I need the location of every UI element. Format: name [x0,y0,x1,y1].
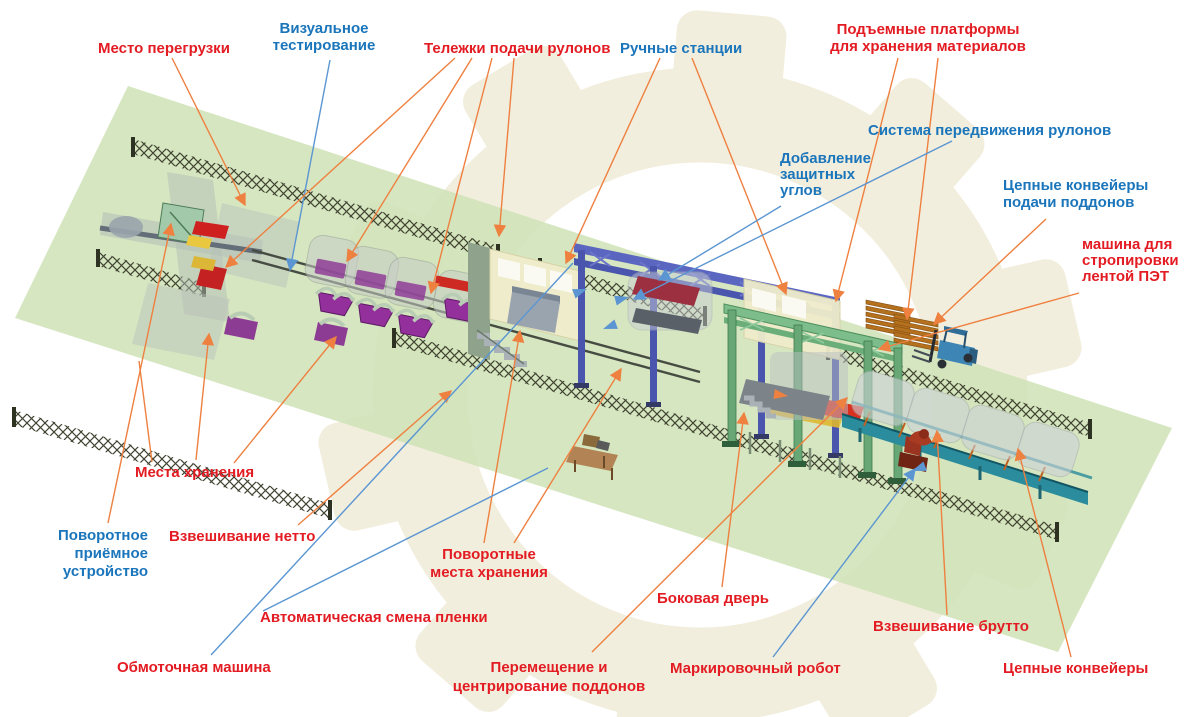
label-corner-protection-line2: защитных [780,166,856,183]
label-turning-receiver-line2: приёмное [74,545,148,562]
label-roll-carts: Тележки подачи рулонов [424,40,611,57]
label-storage-places: Места хранения [135,464,255,481]
label-roll-movement-system: Система передвижения рулонов [868,122,1112,139]
label-pet-strapping-machine-line3: лентой ПЭТ [1082,268,1170,285]
label-pallet-centering: Перемещение и центрирование поддонов [446,658,652,696]
forklift [911,326,978,369]
label-marking-robot: Маркировочный робот [670,660,841,677]
label-lifting-platforms-line1: Подъемные платформы [836,21,1020,38]
label-wrapping-machine: Обмоточная машина [117,659,271,676]
label-chain-conveyors: Цепные конвейеры [1003,660,1149,677]
label-net-weighing: Взвешивание нетто [169,528,316,545]
label-manual-stations: Ручные станции [620,40,743,57]
label-pallet-chain-conveyors: Цепные конвейеры подачи поддонов [1003,177,1148,211]
label-corner-protection-line1: Добавление [780,150,871,167]
label-pallet-centering-line1: Перемещение и [490,659,608,676]
label-pet-strapping-machine-line1: машина для [1082,236,1173,253]
label-corner-protection: Добавление защитных углов [780,151,871,199]
label-turning-receiver-line1: Поворотное [58,527,148,544]
label-pallet-centering-line2: центрирование поддонов [452,678,646,695]
label-pallet-chain-conveyors-line2: подачи поддонов [1003,194,1135,211]
roll-carts [304,234,488,339]
label-transfer-point: Место перегрузки [98,40,230,57]
label-lifting-platforms: Подъемные платформы для хранения материа… [822,21,1034,55]
marking-robot [898,429,932,472]
label-visual-testing-line2: тестирование [272,37,376,54]
label-lifting-platforms-line2: для хранения материалов [830,38,1026,55]
label-turning-receiver: Поворотное приёмное устройство [45,527,148,581]
floor-plane [15,86,1172,652]
label-pallet-chain-conveyors-line1: Цепные конвейеры [1003,177,1149,194]
label-side-door: Боковая дверь [657,590,769,607]
label-turning-storage-line2: места хранения [430,564,548,581]
fences [12,137,1092,542]
label-visual-testing: Визуальное тестирование [268,20,380,54]
label-visual-testing-line1: Визуальное [279,20,369,37]
label-turning-storage: Поворотные места хранения [426,546,552,582]
label-pet-strapping-machine-line2: стропировки [1082,252,1179,269]
leader-lines [107,57,1080,658]
label-auto-film-change: Автоматическая смена пленки [260,609,488,626]
label-gross-weighing: Взвешивание брутто [873,618,1029,635]
flow-arrows [572,289,927,471]
label-corner-protection-line3: углов [780,182,822,199]
label-turning-storage-line1: Поворотные [442,546,536,563]
operator-desk [566,434,618,480]
label-turning-receiver-line3: устройство [62,563,148,580]
label-pet-strapping-machine: машина для стропировки лентой ПЭТ [1082,237,1179,285]
manual-station-booth [468,242,581,367]
